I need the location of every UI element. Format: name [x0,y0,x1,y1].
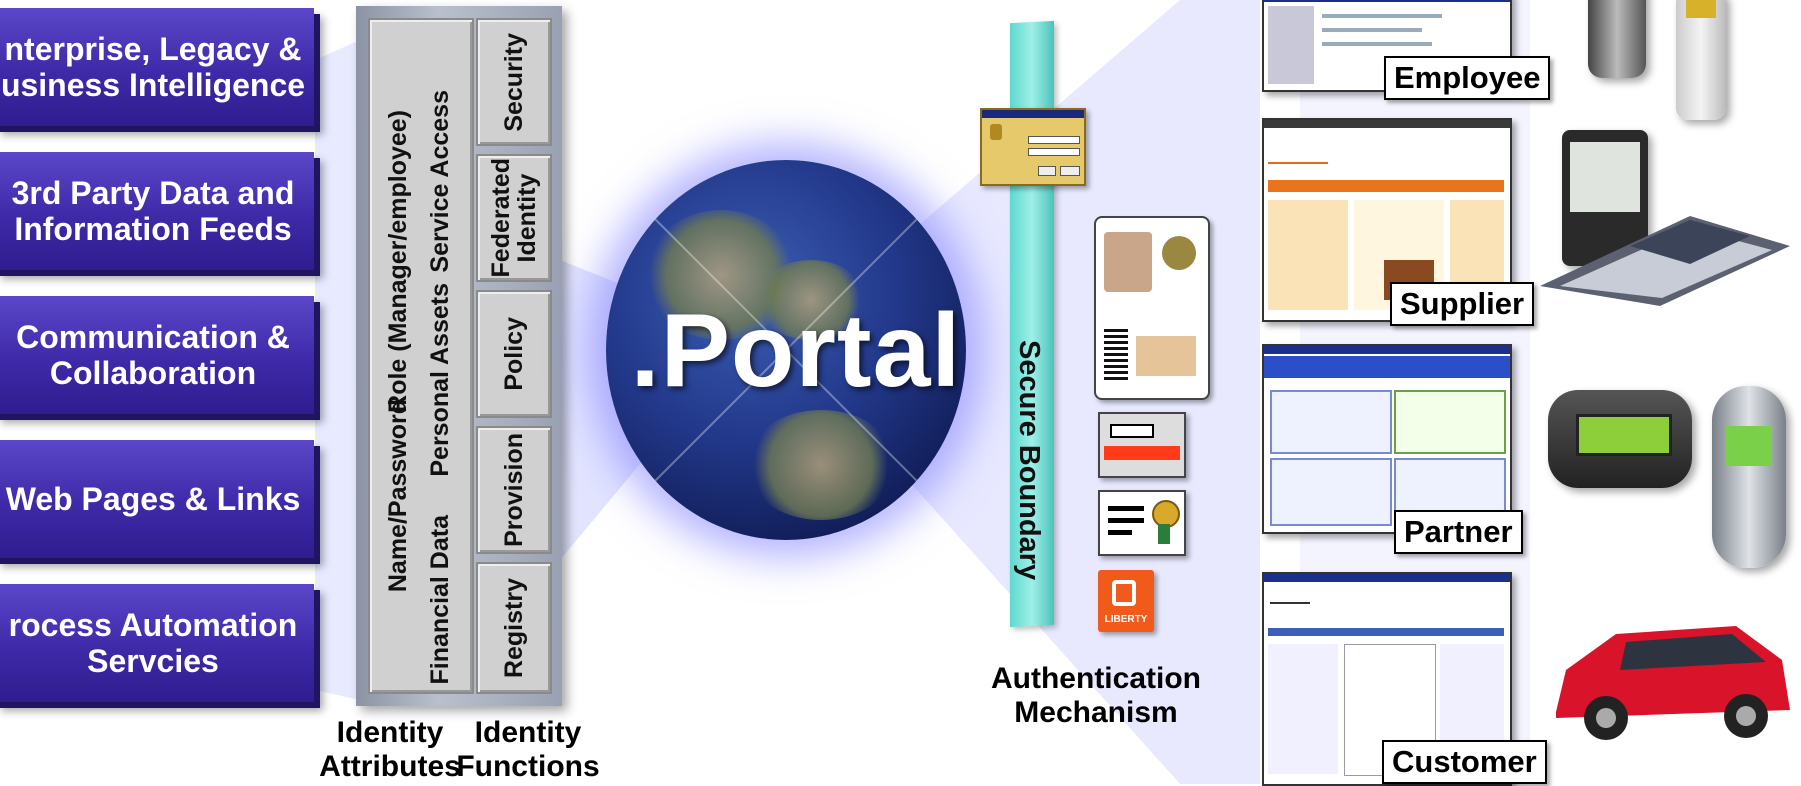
liberty-logo-icon: LIBERTY [1098,570,1154,632]
attr-name-password: Name/Password [384,398,412,592]
attr-personal-assets: Personal Assets [426,283,454,477]
source-web-pages-links: Web Pages & Links [0,440,314,558]
employee-label: Employee [1384,56,1551,100]
flip-phone-icon [1676,0,1726,120]
attr-role: Role (Manager/employee) [384,110,412,413]
function-security: Security [476,18,552,146]
nokia-phone-icon [1712,386,1786,568]
attr-service-access: Service Access [426,90,454,273]
supplier-label: Supplier [1390,282,1535,326]
source-communication-collaboration: Communication & Collaboration [0,296,314,414]
source-third-party-feeds: 3rd Party Data and Information Feeds [0,152,314,270]
partner-portal-screenshot [1262,344,1512,534]
globe-icon [606,160,966,540]
customer-label: Customer [1382,740,1547,784]
identity-functions-caption: Identity Functions [456,716,600,783]
function-provision: Provision [476,426,552,554]
identity-column: Name/Password Role (Manager/employee) Fi… [356,6,562,706]
pager-icon [1548,390,1692,488]
function-policy: Policy [476,290,552,418]
portal-label: .Portal [630,293,962,409]
id-badge-icon [1094,216,1210,400]
mobile-phone-icon [1588,0,1646,78]
source-process-automation: rocess Automation Servcies [0,584,314,702]
secure-boundary-label: Secure Boundary [1013,340,1045,581]
globe-cross-icon [635,199,937,501]
attr-financial-data: Financial Data [426,514,454,685]
login-dialog-icon [980,108,1086,186]
authentication-caption: Authentication Mechanism [991,662,1201,729]
smart-card-icon [1098,412,1186,478]
identity-attributes-caption: Identity Attributes [319,716,461,783]
function-federated-identity: Federated Identity [476,154,552,282]
handheld-computer-icon [1540,206,1790,306]
liberty-label: LIBERTY [1104,614,1148,625]
partner-label: Partner [1394,510,1523,554]
certificate-icon [1098,490,1186,556]
car-icon [1546,600,1796,750]
source-enterprise-legacy-bi: nterprise, Legacy & usiness Intelligence [0,8,314,126]
function-registry: Registry [476,562,552,694]
identity-attributes-panel: Name/Password Role (Manager/employee) Fi… [368,18,474,694]
